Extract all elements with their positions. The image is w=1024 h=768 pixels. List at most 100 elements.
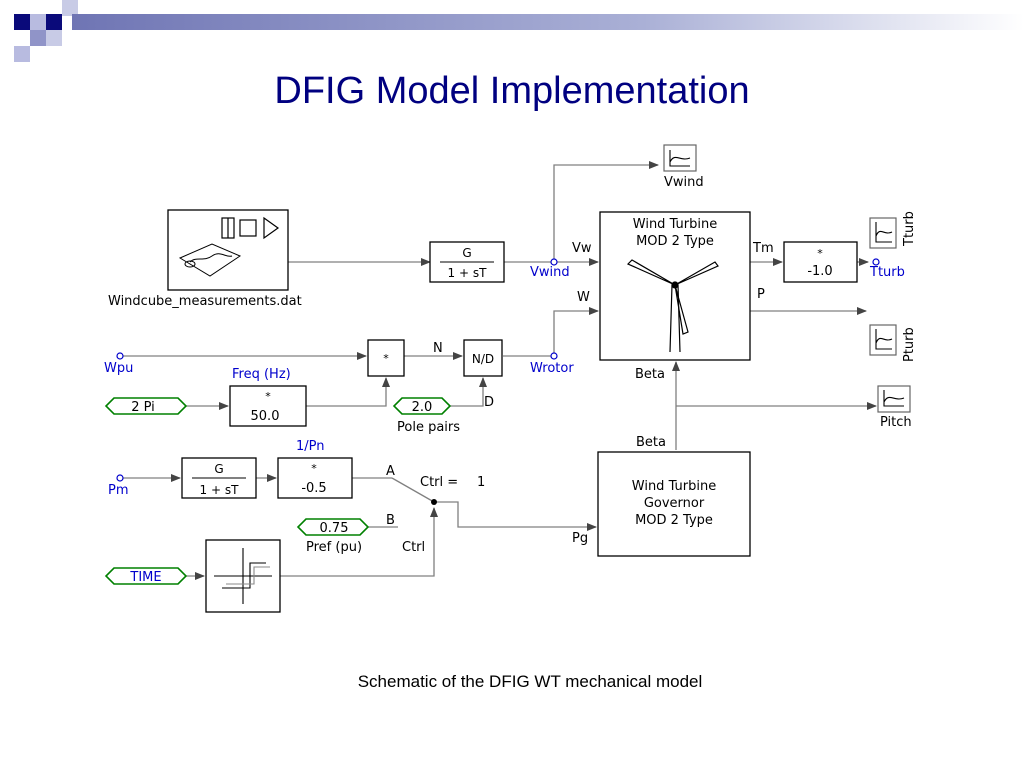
deco-square-mid-3 (30, 30, 46, 46)
gain-block[interactable]: * -0.5 (277, 457, 353, 499)
deco-square-mid-2 (62, 0, 78, 16)
switch-blade (391, 477, 435, 503)
step-icon (214, 548, 272, 604)
vwind-node-dot (550, 258, 558, 266)
wire-step-ctrl (280, 507, 438, 577)
gain-value: -0.5 (301, 481, 326, 496)
freq-op: * (265, 390, 271, 403)
freq-gain-block[interactable]: * 50.0 (229, 385, 307, 427)
pm-node-label: Pm (108, 483, 129, 498)
selector-switch[interactable] (431, 499, 437, 505)
surface-plot-icon (178, 243, 242, 277)
scope-icon (875, 329, 893, 350)
tag-pole-pairs-label: 2.0 (412, 400, 433, 415)
freq-gain: 50.0 (251, 409, 280, 424)
label-n: N (433, 341, 443, 356)
deco-square-dark-1 (14, 14, 30, 30)
lag2-numerator: G (214, 462, 223, 476)
wire-switch-governor (434, 501, 597, 531)
switch-ctrl-input: Ctrl (402, 540, 425, 555)
governor-port-pg: Pg (572, 531, 588, 546)
governor-line1: Wind Turbine (632, 479, 716, 494)
turbine-line2: MOD 2 Type (636, 234, 714, 249)
multiplier-tm-block[interactable]: * -1.0 (783, 241, 858, 283)
tturb-meter[interactable] (869, 217, 897, 249)
turbine-port-p: P (757, 287, 765, 302)
tturb-node-dot (872, 258, 880, 266)
tag-2pi[interactable]: 2 Pi (104, 397, 188, 415)
wire-vwind-meter (553, 161, 659, 262)
lag-block-1[interactable]: G 1 + sT (429, 241, 505, 283)
wire-nd-turbine (503, 307, 599, 357)
turbine-port-vw: Vw (572, 241, 592, 256)
lag1-denominator: 1 + sT (448, 266, 488, 280)
lag-block-2[interactable]: G 1 + sT (181, 457, 257, 499)
governor-line2: Governor (644, 496, 705, 511)
deco-square-mid-1 (30, 14, 46, 30)
turbine-port-tm: Tm (752, 241, 774, 256)
wind-turbine-block[interactable]: Wind Turbine MOD 2 Type (599, 211, 751, 361)
wrotor-node-label: Wrotor (530, 361, 574, 376)
data-file-label: Windcube_measurements.dat (108, 294, 302, 309)
pm-node-dot (116, 474, 124, 482)
turbine-rotor-icon (626, 259, 719, 353)
wire-freq-product (306, 377, 390, 407)
turbine-line1: Wind Turbine (633, 217, 717, 232)
product-op: * (383, 352, 389, 365)
mult-tm-op: * (817, 247, 823, 260)
gain-op: * (311, 462, 317, 475)
vwind-meter[interactable] (663, 144, 697, 172)
wpu-node-dot (116, 352, 124, 360)
pturb-meter[interactable] (869, 324, 897, 356)
freq-label: Freq (Hz) (232, 367, 291, 382)
tag-time-label: TIME (129, 570, 161, 585)
pn-label: 1/Pn (296, 439, 325, 454)
mult-tm-gain: -1.0 (807, 264, 832, 279)
tag-pref-label: 0.75 (320, 521, 349, 536)
wrotor-node-dot (550, 352, 558, 360)
tturb-node-label: Tturb (869, 265, 905, 280)
slide-caption: Schematic of the DFIG WT mechanical mode… (357, 672, 703, 691)
pole-pairs-label: Pole pairs (397, 420, 460, 435)
tag-pref[interactable]: 0.75 (296, 518, 370, 536)
switch-ctrl-label: Ctrl = (420, 475, 458, 490)
switch-ctrl-value: 1 (477, 475, 485, 490)
scope-icon (669, 150, 691, 167)
switch-port-a: A (386, 464, 395, 479)
tag-2pi-label: 2 Pi (131, 400, 155, 415)
nd-label: N/D (472, 352, 494, 366)
governor-line3: MOD 2 Type (635, 513, 713, 528)
scope-icon (883, 390, 905, 407)
turbine-port-beta: Beta (635, 367, 665, 382)
pitch-meter[interactable] (877, 385, 911, 413)
governor-block[interactable]: Wind Turbine Governor MOD 2 Type (597, 451, 751, 557)
switch-port-b: B (386, 513, 395, 528)
turbine-port-w: W (577, 290, 590, 305)
scope-icon (875, 222, 893, 243)
tag-pole-pairs[interactable]: 2.0 (392, 397, 452, 415)
data-file-block[interactable] (167, 209, 289, 291)
slide-title: DFIG Model Implementation (274, 70, 750, 112)
governor-port-beta: Beta (636, 435, 666, 450)
vwind-node-label: Vwind (530, 265, 570, 280)
wire-pole-nd (448, 377, 487, 407)
tturb-meter-label: Tturb (902, 211, 917, 247)
pref-label: Pref (pu) (306, 540, 362, 555)
vwind-meter-label: Vwind (664, 175, 704, 190)
pitch-meter-label: Pitch (880, 415, 912, 430)
deco-square-mid-5 (46, 30, 62, 46)
lag1-numerator: G (462, 246, 471, 260)
playback-icon (221, 216, 280, 240)
product-block[interactable]: * (367, 339, 405, 377)
nd-block[interactable]: N/D (463, 339, 503, 377)
pturb-meter-label: Pturb (902, 327, 917, 362)
lag2-denominator: 1 + sT (200, 483, 240, 497)
deco-square-mid-4 (14, 46, 30, 62)
header-gradient-bar (72, 14, 1024, 30)
tag-time[interactable]: TIME (104, 567, 188, 585)
wires (120, 161, 877, 580)
label-d: D (484, 395, 494, 410)
wpu-node-label: Wpu (104, 361, 133, 376)
step-function-block[interactable] (205, 539, 281, 613)
